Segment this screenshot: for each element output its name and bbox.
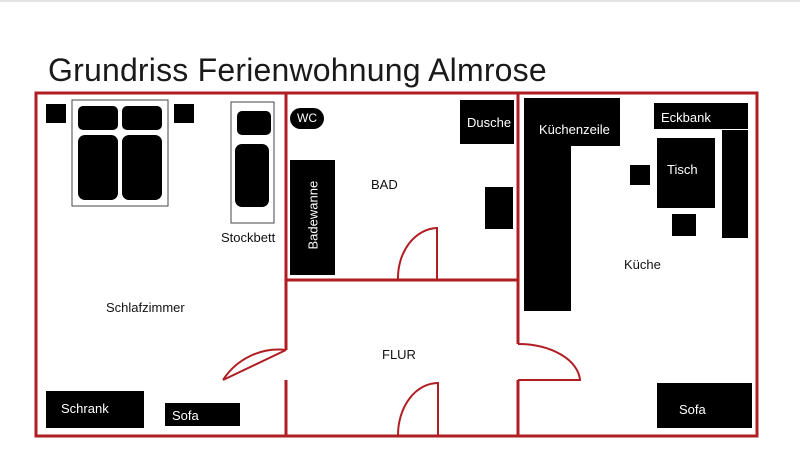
top-rule: [0, 0, 800, 2]
page-title: Grundriss Ferienwohnung Almrose: [48, 52, 547, 88]
sofa-schlafzimmer: [165, 403, 240, 426]
label-sofa-kueche: Sofa: [679, 402, 706, 417]
bunk-bed-mattress: [235, 144, 269, 207]
stuhl-unten: [672, 214, 696, 236]
label-bad: BAD: [371, 177, 398, 192]
mattress-left: [78, 135, 118, 200]
schrank: [46, 391, 144, 428]
label-schlafzimmer: Schlafzimmer: [106, 300, 185, 315]
label-kuechenzeile: Küchenzeile: [539, 122, 610, 137]
label-stockbett: Stockbett: [221, 230, 276, 245]
eckbank-top: [654, 103, 748, 129]
door-bad: [396, 226, 438, 280]
bunk-bed-pillow: [237, 111, 271, 135]
stuhl-links: [630, 165, 650, 185]
label-kueche: Küche: [624, 257, 661, 272]
outer-wall: [34, 91, 759, 438]
pillow-right: [122, 106, 162, 130]
door-flur: [397, 381, 439, 436]
label-flur: FLUR: [382, 347, 416, 362]
sofa-kueche: [657, 383, 752, 428]
label-schrank: Schrank: [61, 401, 109, 416]
label-sofa-schlafzimmer: Sofa: [172, 408, 199, 423]
pillow-left: [78, 106, 118, 130]
mattress-right: [122, 135, 162, 200]
label-eckbank: Eckbank: [661, 110, 711, 125]
nightstand-left: [46, 104, 66, 123]
label-dusche: Dusche: [467, 115, 512, 130]
kuechenzeile-side: [524, 98, 571, 311]
label-badewanne: Badewanne: [305, 180, 321, 250]
nightstand-right: [174, 104, 194, 123]
badewanne: [290, 160, 335, 275]
walls: [34, 91, 759, 438]
wc: [290, 108, 324, 129]
dusche: [460, 100, 514, 144]
eckbank-side: [722, 130, 748, 238]
label-wc: WC: [297, 111, 317, 125]
door-kueche: [517, 342, 582, 381]
label-tisch: Tisch: [667, 162, 698, 177]
waschbecken: [485, 187, 513, 229]
door-schlafzimmer: [222, 348, 287, 381]
tisch: [657, 138, 715, 208]
